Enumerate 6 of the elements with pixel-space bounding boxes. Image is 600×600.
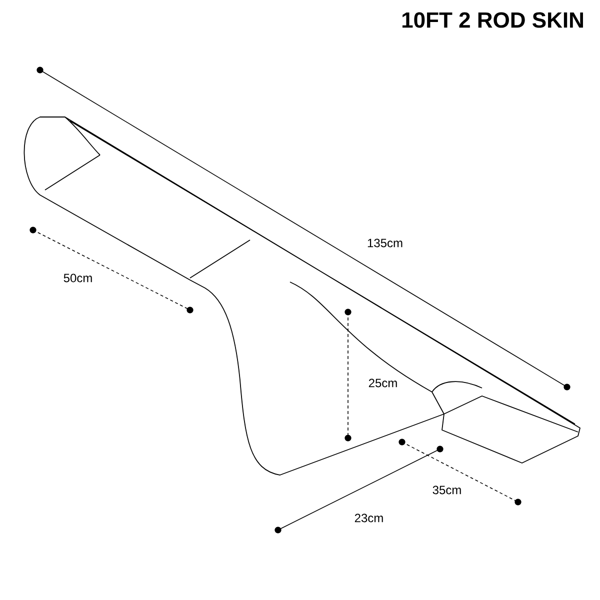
dimension-label: 35cm	[431, 484, 463, 496]
dimension-label: 23cm	[353, 512, 385, 524]
dimension-label: 50cm	[62, 272, 94, 284]
title: 10FT 2 ROD SKIN	[402, 12, 583, 28]
dimension-label: 135cm	[366, 238, 404, 248]
dimension-label: 25cm	[367, 378, 399, 388]
